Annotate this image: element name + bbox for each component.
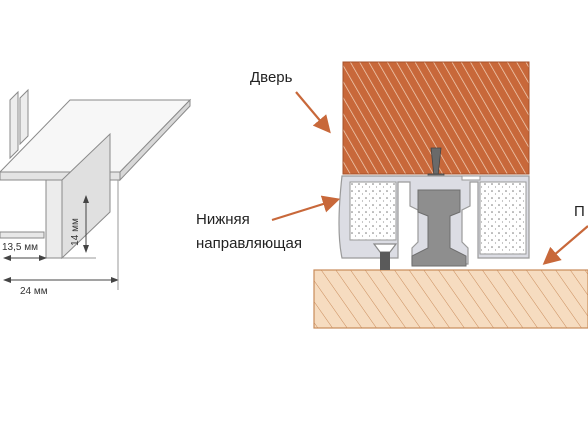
floor-board bbox=[313, 269, 588, 329]
floor-label-partial: П bbox=[574, 203, 585, 220]
door-arrow bbox=[295, 91, 331, 134]
floor-arrow bbox=[542, 225, 588, 265]
rail-label-line2: направляющая bbox=[196, 235, 302, 252]
bottom-guide-slider bbox=[411, 189, 467, 267]
profile-perspective-drawing bbox=[0, 88, 192, 260]
dimension-lines bbox=[3, 180, 119, 290]
guide-piece bbox=[372, 243, 398, 270]
dimension-total-width-label: 24 мм bbox=[20, 286, 48, 297]
rail-arrow bbox=[271, 195, 341, 222]
door-label: Дверь bbox=[250, 69, 293, 86]
rail-label-line1: Нижняя bbox=[196, 211, 250, 228]
dimension-height-label: 14 мм bbox=[70, 218, 81, 246]
dimension-inner-width-label: 13,5 мм bbox=[2, 242, 38, 253]
